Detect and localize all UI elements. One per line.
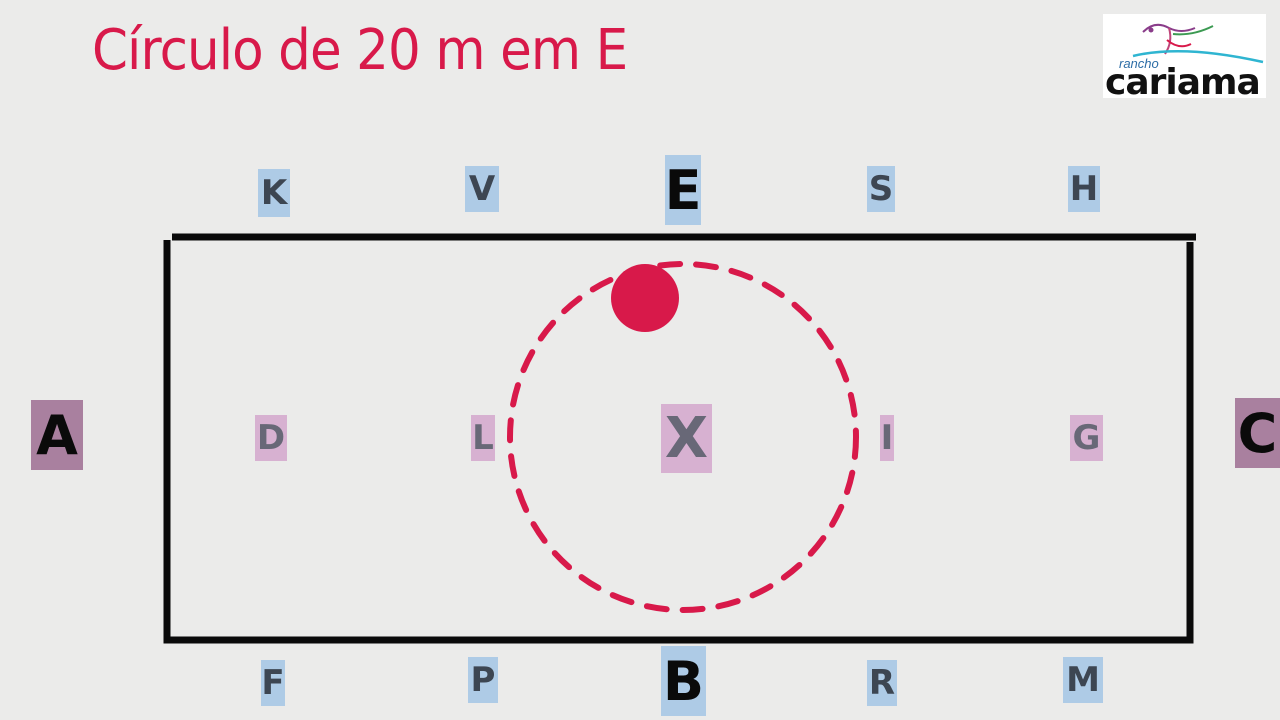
marker-v: V <box>465 166 499 212</box>
marker-l: L <box>471 415 495 461</box>
rider-dot <box>611 264 679 332</box>
marker-e: E <box>665 155 701 225</box>
circle-path <box>507 261 859 613</box>
rancho-cariama-logo: rancho cariama <box>1103 14 1266 103</box>
marker-b: B <box>661 646 706 716</box>
logo-small-text: rancho <box>1119 56 1159 71</box>
arena-border-left-bottom-right <box>163 240 1194 644</box>
bird-logo-icon <box>1132 23 1264 64</box>
marker-s: S <box>867 166 895 212</box>
marker-f: F <box>261 660 285 706</box>
marker-h: H <box>1068 166 1100 212</box>
marker-d: D <box>255 415 287 461</box>
marker-x: X <box>661 404 712 473</box>
marker-r: R <box>867 660 897 706</box>
marker-i: I <box>880 415 894 461</box>
marker-k: K <box>258 169 290 217</box>
logo-big-text: cariama <box>1105 62 1261 103</box>
marker-a: A <box>31 400 83 470</box>
marker-g: G <box>1070 415 1103 461</box>
page-title: Círculo de 20 m em E <box>92 18 628 83</box>
marker-c: C <box>1235 398 1280 468</box>
marker-p: P <box>468 657 498 703</box>
marker-m: M <box>1063 657 1103 703</box>
